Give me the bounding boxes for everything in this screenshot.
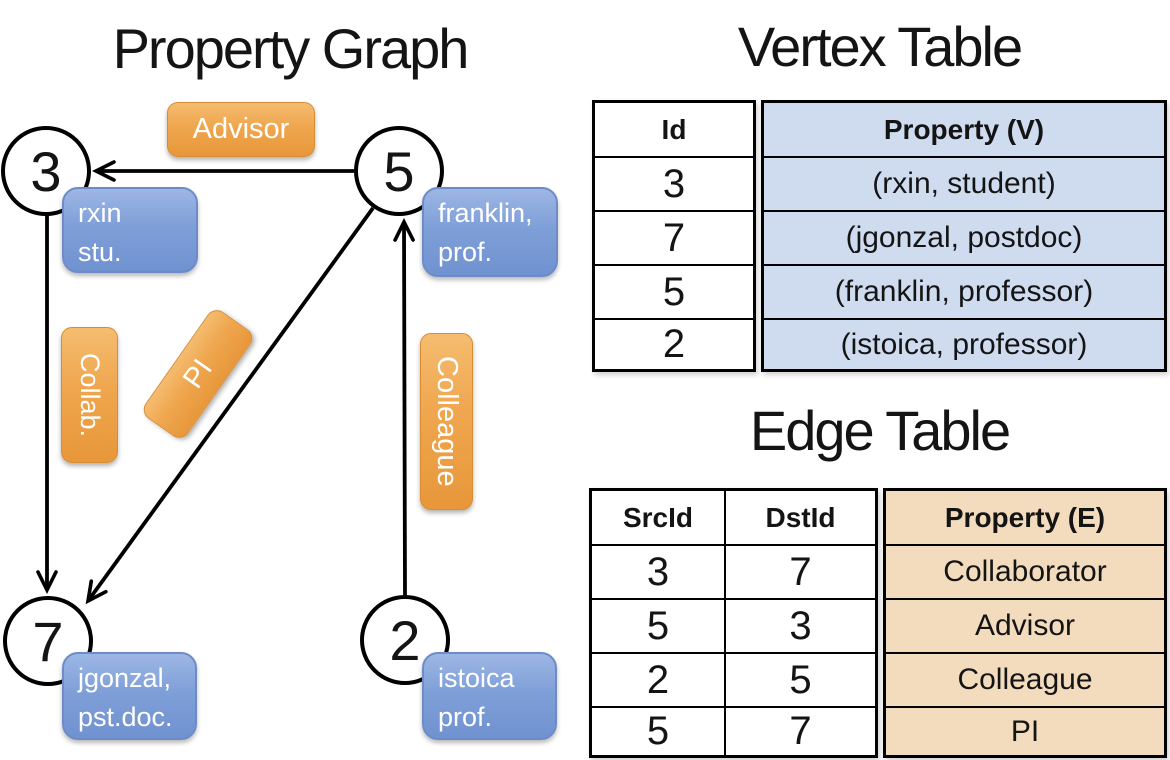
vertex-table-property-cell: (franklin, professor) — [764, 264, 1164, 318]
edge-table-property-cell: PI — [886, 706, 1164, 755]
edge-table-src-cell: 2 — [592, 652, 724, 706]
property-graph-title: Property Graph — [112, 17, 470, 80]
vertex-node-2: 2 — [360, 595, 450, 685]
vertex-property-label-franklin: franklin, prof. — [422, 187, 558, 277]
vertex-table-id-cell: 2 — [595, 318, 753, 369]
vertex-table-id-cell: 7 — [595, 210, 753, 264]
vertex-node-3-id: 3 — [30, 139, 62, 203]
vertex-property-line: rxin — [78, 198, 122, 228]
edge-arrow-2-to-5 — [404, 222, 405, 597]
vertex-node-7-id: 7 — [32, 609, 64, 673]
edge-table-src-cell: 5 — [592, 706, 724, 755]
edge-label-advisor: Advisor — [167, 102, 315, 157]
edge-table-dstid-header: DstId — [724, 491, 875, 544]
vertex-property-line: istoica — [438, 663, 515, 693]
edge-table-title: Edge Table — [749, 399, 1011, 462]
edge-label-collab: Collab. — [61, 327, 118, 463]
vertex-node-5: 5 — [354, 126, 444, 216]
vertex-property-line: pst.doc. — [78, 702, 173, 732]
vertex-table-property-cell: (jgonzal, postdoc) — [764, 210, 1164, 264]
vertex-table-id-column: Id 3 7 5 2 — [592, 100, 756, 372]
edge-table-property-header: Property (E) — [886, 491, 1164, 544]
vertex-table-id-header: Id — [661, 113, 687, 145]
edge-table-property-cell: Collaborator — [886, 544, 1164, 598]
edge-table-dst-cell: 7 — [724, 544, 875, 598]
edge-table-id-columns: SrcId DstId 3 7 5 3 2 5 5 7 — [589, 488, 878, 758]
vertex-property-label-jgonzal: jgonzal, pst.doc. — [62, 652, 197, 740]
vertex-property-line: jgonzal, — [78, 663, 172, 693]
vertex-property-line: prof. — [438, 237, 493, 267]
vertex-table-property-header: Property (V) — [764, 103, 1164, 156]
edge-table-property-cell: Colleague — [886, 652, 1164, 706]
vertex-property-line: prof. — [438, 702, 493, 732]
vertex-property-line: franklin, — [438, 198, 533, 228]
vertex-table-id-cell: 3 — [595, 156, 753, 210]
vertex-table-id-cell: 5 — [595, 264, 753, 318]
vertex-node-5-id: 5 — [383, 139, 415, 203]
edge-table-property-cell: Advisor — [886, 598, 1164, 652]
edge-table-dst-cell: 3 — [724, 598, 875, 652]
edge-table-srcid-header: SrcId — [622, 501, 694, 533]
graph-edges-layer — [0, 0, 580, 760]
edge-table-dst-cell: 7 — [724, 706, 875, 755]
edge-table-property-column: Property (E) Collaborator Advisor Collea… — [883, 488, 1167, 758]
vertex-table-title: Vertex Table — [737, 15, 1023, 78]
edge-table-src-cell: 5 — [592, 598, 724, 652]
vertex-property-line: stu. — [78, 237, 122, 267]
vertex-property-label-istoica: istoica prof. — [422, 652, 557, 740]
vertex-node-2-id: 2 — [389, 608, 421, 672]
vertex-table-property-column: Property (V) (rxin, student) (jgonzal, p… — [761, 100, 1167, 372]
vertex-table-property-cell: (istoica, professor) — [764, 318, 1164, 369]
vertex-property-label-rxin: rxin stu. — [62, 187, 198, 273]
edge-label-colleague: Colleague — [420, 333, 473, 510]
edge-table-dst-cell: 5 — [724, 652, 875, 706]
edge-arrow-5-to-7 — [88, 206, 375, 601]
edge-table-src-cell: 3 — [592, 544, 724, 598]
vertex-table-property-cell: (rxin, student) — [764, 156, 1164, 210]
